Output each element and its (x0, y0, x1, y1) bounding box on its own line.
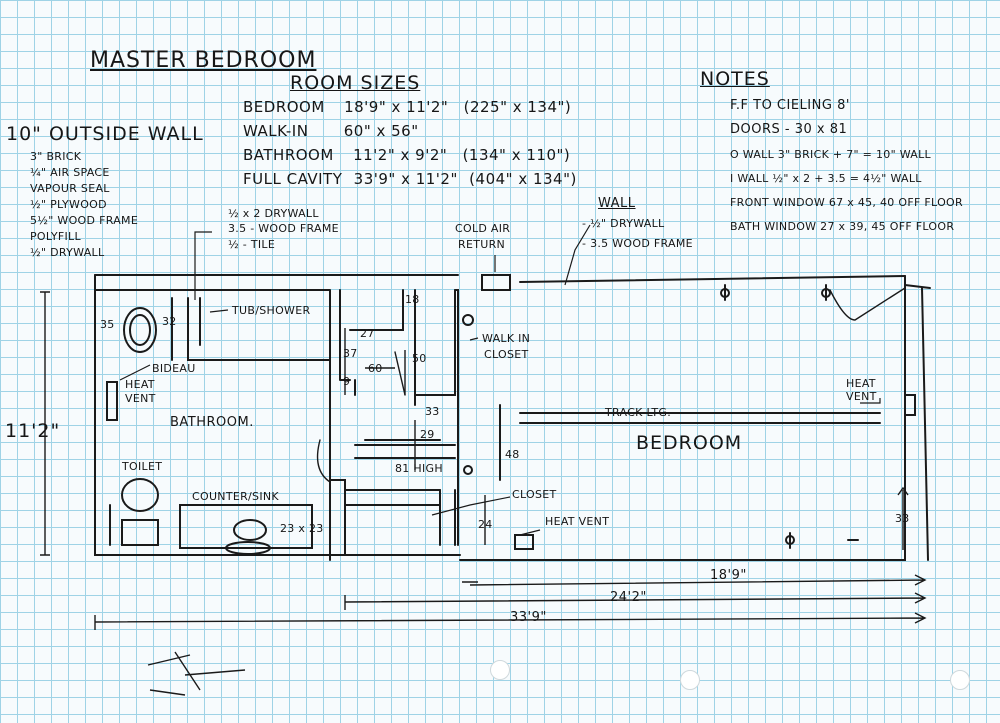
room-size-inches: (225" x 134") (463, 98, 572, 116)
dimension-label: 18 (405, 293, 420, 306)
note-item: O WALL 3" BRICK + 7" = 10" WALL (730, 148, 931, 161)
wall-layer: 5½" WOOD FRAME (30, 214, 139, 227)
room-size-full-cavity: FULL CAVITY 33'9" x 11'2" (404" x 134") (243, 170, 577, 188)
note-item: FRONT WINDOW 67 x 45, 40 OFF FLOOR (730, 196, 963, 209)
dimension-label: 29 (420, 428, 435, 441)
door-height-label: 81 HIGH (395, 462, 443, 475)
notes-heading: NOTES (700, 68, 770, 90)
bathroom-label: BATHROOM. (170, 415, 254, 430)
heat-vent-left-label: VENT (125, 392, 156, 405)
room-size-walk-in: WALK-IN 60" x 56" (243, 122, 419, 140)
room-size-bathroom: BATHROOM 11'2" x 9'2" (134" x 110") (243, 146, 570, 164)
tub-shower-label: TUB/SHOWER (232, 304, 311, 317)
room-name: BATHROOM (243, 146, 334, 164)
wall-callout-layer: - ½" DRYWALL (582, 217, 665, 230)
room-name: WALK-IN (243, 122, 309, 140)
heat-vent-bottom-label: HEAT VENT (545, 515, 610, 528)
bedroom-width-label: 18'9" (710, 568, 747, 583)
dimension-label: 35 (100, 318, 115, 331)
dimension-label: 27 (360, 327, 375, 340)
dimension-label: 32 (162, 315, 177, 328)
sink-size-label: 23 x 23 (280, 522, 324, 535)
inner-wall-layer: ½ - TILE (228, 238, 276, 251)
binder-hole (680, 670, 700, 690)
dimension-label: 48 (505, 448, 520, 461)
room-size: 18'9" x 11'2" (344, 98, 449, 116)
bideau-label: BIDEAU (152, 362, 196, 375)
toilet-label: TOILET (122, 460, 163, 473)
wall-layer: 3" BRICK (30, 150, 82, 163)
room-sizes-heading: ROOM SIZES (290, 72, 421, 94)
inner-wall-layer: 3.5 - WOOD FRAME (228, 222, 339, 235)
track-lighting-label: TRACK LTG. (605, 406, 671, 419)
cold-air-label: COLD AIR (455, 222, 511, 235)
room-size: 33'9" x 11'2" (353, 170, 458, 188)
room-name: FULL CAVITY (243, 170, 343, 188)
room-size: 11'2" x 9'2" (353, 146, 448, 164)
counter-sink-label: COUNTER/SINK (192, 490, 279, 503)
note-item: F.F TO CIELING 8' (730, 98, 850, 113)
dimension-label: 24 (478, 518, 493, 531)
wall-layer: POLYFILL (30, 230, 81, 243)
note-item: DOORS - 30 x 81 (730, 122, 848, 137)
full-width-label: 33'9" (510, 610, 547, 625)
room-size: 60" x 56" (343, 122, 419, 140)
room-size-inches: (404" x 134") (469, 170, 577, 188)
mid-width-label: 24'2" (610, 590, 647, 605)
dimension-label: 33 (895, 512, 910, 525)
room-size-bedroom: BEDROOM 18'9" x 11'2" (225" x 134") (243, 98, 571, 116)
dimension-label: 37 (343, 347, 358, 360)
height-dimension-label: 11'2" (5, 420, 61, 442)
binder-hole (950, 670, 970, 690)
inner-wall-layer: ½ x 2 DRYWALL (228, 207, 319, 220)
dimension-label: 9 (343, 375, 351, 388)
dimension-label: 50 (412, 352, 427, 365)
dimension-label: 33 (425, 405, 440, 418)
outside-wall-heading: 10" OUTSIDE WALL (6, 123, 204, 145)
dimension-label: 60 (368, 362, 383, 375)
wall-layer: VAPOUR SEAL (30, 182, 110, 195)
wall-callout-heading: WALL (598, 196, 636, 211)
cold-air-label: RETURN (458, 238, 506, 251)
heat-vent-right-label: HEAT (846, 377, 876, 390)
note-item: I WALL ½" x 2 + 3.5 = 4½" WALL (730, 172, 922, 185)
walk-in-closet-label: WALK IN (482, 332, 531, 345)
room-name: BEDROOM (243, 98, 325, 116)
heat-vent-right-label: VENT (846, 390, 877, 403)
wall-layer: ½" DRYWALL (30, 246, 105, 259)
wall-layer: ½" PLYWOOD (30, 198, 107, 211)
binder-hole (490, 660, 510, 680)
room-size-inches: (134" x 110") (462, 146, 571, 164)
note-item: BATH WINDOW 27 x 39, 45 OFF FLOOR (730, 220, 955, 233)
page-title: MASTER BEDROOM (90, 48, 317, 73)
wall-callout-layer: - 3.5 WOOD FRAME (582, 237, 693, 250)
closet-label: CLOSET (512, 488, 557, 501)
heat-vent-left-label: HEAT (125, 378, 155, 391)
walk-in-closet-label: CLOSET (484, 348, 529, 361)
bedroom-label: BEDROOM (636, 432, 743, 454)
wall-layer: ¼" AIR SPACE (30, 166, 110, 179)
